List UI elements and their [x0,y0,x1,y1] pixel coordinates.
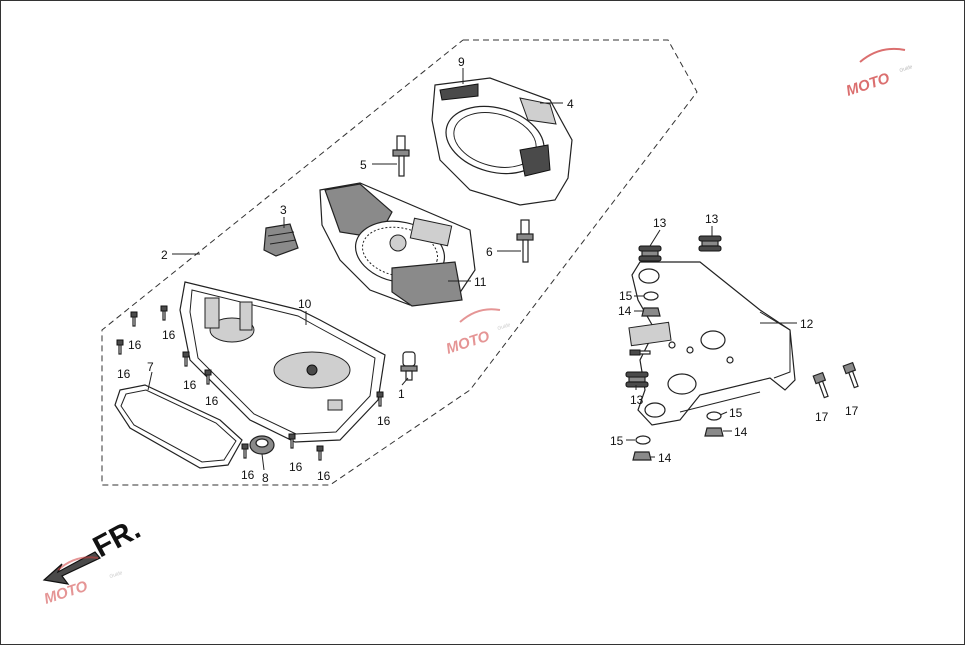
watermark-swoosh-icon-bl [57,556,99,571]
meter-bracket-part [628,261,796,426]
watermark-brand-center: MOTO [444,328,492,358]
lower-case-part [179,281,386,443]
bulb-part [400,351,418,381]
callout-14-c: 14 [658,451,672,465]
watermark-sub-center: Guide [497,322,512,332]
callout-16-g: 16 [241,468,255,482]
meter-cover-part [431,77,573,206]
callout-13-a: 13 [653,216,667,230]
watermark-sub: Guide [899,64,914,74]
leader-lines [147,68,797,471]
callout-13-c: 13 [630,393,644,407]
rubber-pad-part [263,223,299,257]
callout-9: 9 [458,55,465,69]
callout-16-c: 16 [117,367,131,381]
callout-15-b: 15 [729,406,743,420]
watermark-top-right: MOTO Guide [844,47,914,100]
watermark-center: MOTO Guide [444,308,512,358]
callout-14-b: 14 [734,425,748,439]
callout-15-a: 15 [619,289,633,303]
callout-labels: 9 4 5 6 3 2 11 10 1 7 8 16 16 16 16 16 1… [117,55,859,485]
pin-part-5 [392,135,410,177]
watermark-brand: MOTO [844,70,892,100]
pin-part-6 [516,219,534,263]
callout-4: 4 [567,97,574,111]
callout-15-c: 15 [610,434,624,448]
grommet-part [249,435,275,455]
nut-washer-parts [629,291,724,461]
callout-13-b: 13 [705,212,719,226]
callout-16-b: 16 [162,328,176,342]
front-direction-indicator: FR. [42,512,146,585]
callout-3: 3 [280,203,287,217]
callout-16-f: 16 [377,414,391,428]
callout-17-b: 17 [845,404,859,418]
watermark-swoosh-icon [859,47,906,63]
callout-7: 7 [147,360,154,374]
bolt-parts-17 [812,361,859,399]
callout-14-a: 14 [618,304,632,318]
callout-8: 8 [262,471,269,485]
watermark-swoosh-icon-center [459,308,501,323]
callout-16-d: 16 [183,378,197,392]
callout-11: 11 [474,275,487,289]
callout-5: 5 [360,158,367,172]
damper-parts-13 [625,235,722,388]
callout-12: 12 [800,317,814,331]
callout-16-i: 16 [317,469,331,483]
callout-17-a: 17 [815,410,829,424]
lens-gasket-part [114,384,243,469]
meter-assembly-part [319,182,476,307]
callout-16-a: 16 [128,338,142,352]
callout-6: 6 [486,245,493,259]
assembly-dash-outline [101,39,698,486]
callout-1: 1 [398,387,405,401]
watermark-sub-bl: Guide [109,570,124,580]
screw-parts-16 [116,305,384,461]
callout-16-e: 16 [205,394,219,408]
callout-16-h: 16 [289,460,303,474]
callout-2: 2 [161,248,168,262]
callout-10: 10 [298,297,312,311]
